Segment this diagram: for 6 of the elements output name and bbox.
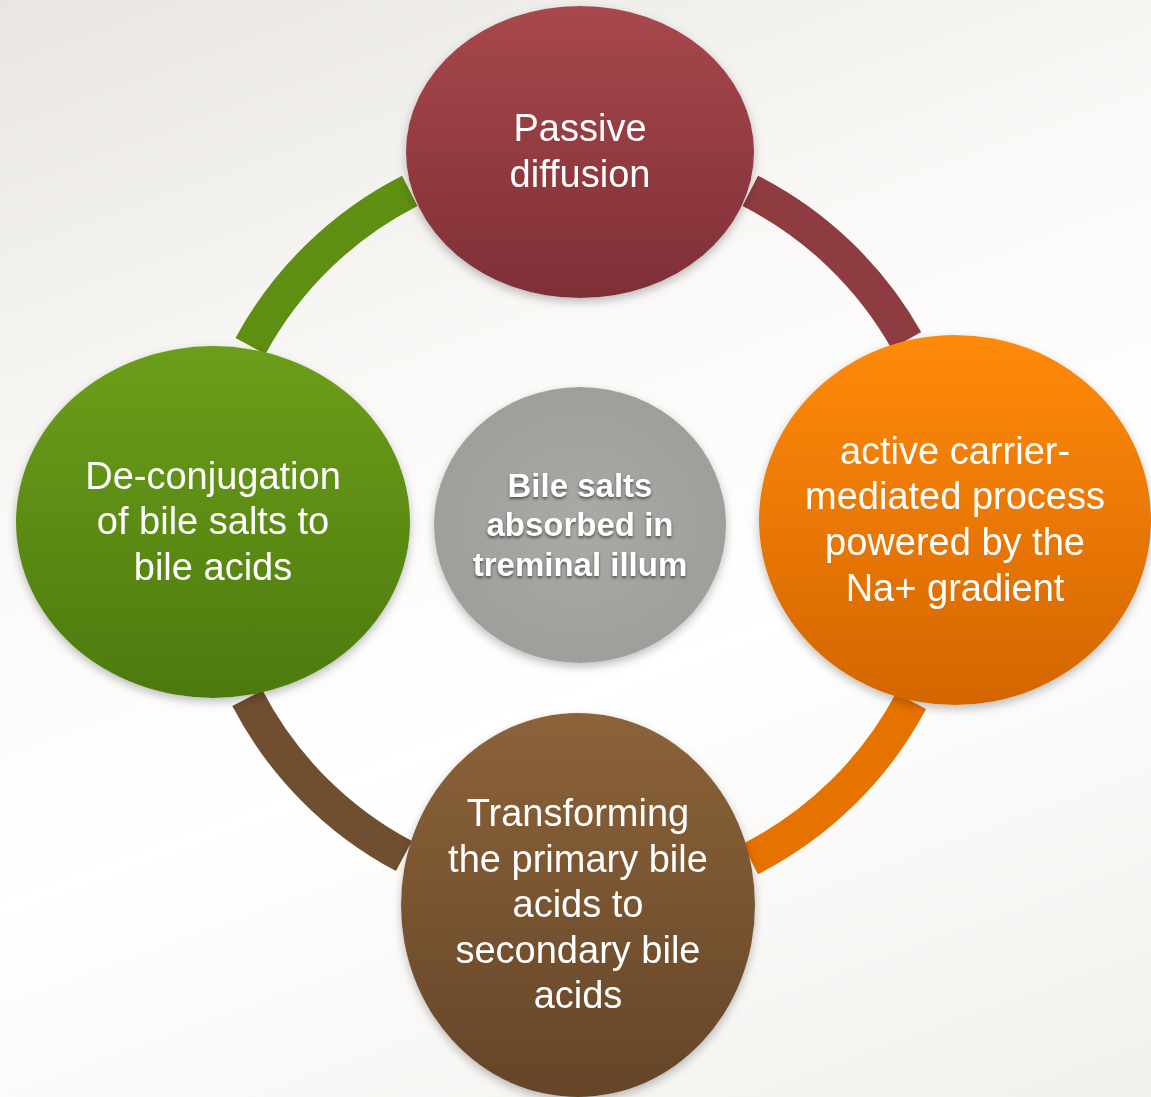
node-label: active carrier-mediated process powered by the Na+ gradient xyxy=(805,428,1105,611)
node-label: Passive diffusion xyxy=(508,106,652,197)
node-label: Transforming the primary bile acids to secondary bile acids xyxy=(448,791,708,1019)
node-label: Bile salts absorbed in treminal illum xyxy=(471,465,689,585)
connector-arc xyxy=(232,689,413,871)
node-label: De-conjugation of bile salts to bile acids xyxy=(84,453,342,590)
